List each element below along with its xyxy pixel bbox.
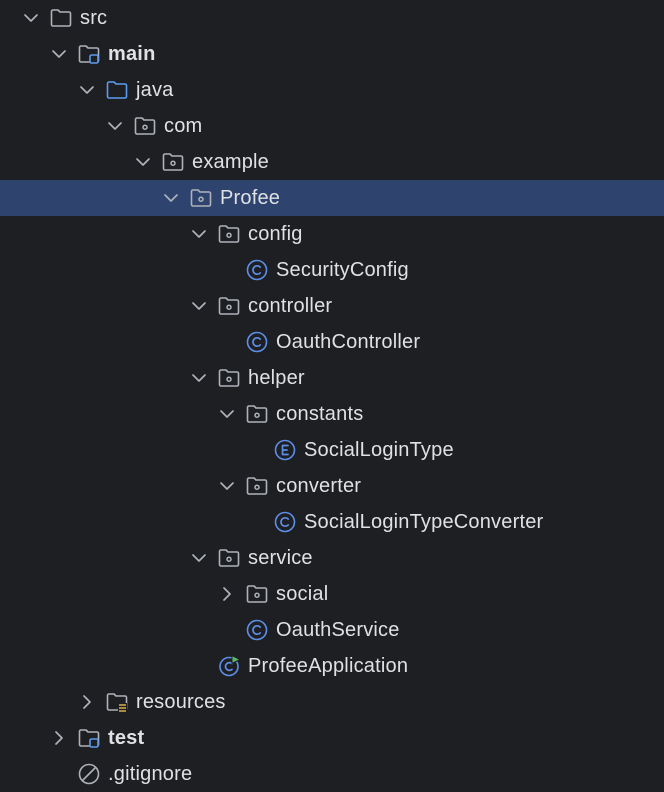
chevron-down-icon[interactable] bbox=[106, 117, 124, 135]
tree-node-src[interactable]: src bbox=[0, 0, 664, 36]
chevron-down-icon[interactable] bbox=[162, 189, 180, 207]
module-folder-icon bbox=[77, 726, 101, 750]
chevron-down-icon[interactable] bbox=[218, 477, 236, 495]
tree-node-label: ProfeeApplication bbox=[248, 655, 409, 677]
tree-node-resources[interactable]: resources bbox=[0, 684, 664, 720]
tree-node-constants[interactable]: constants bbox=[0, 396, 664, 432]
tree-node-securityconfig[interactable]: SecurityConfig bbox=[0, 252, 664, 288]
tree-node-label: .gitignore bbox=[108, 763, 193, 785]
tree-node-label: OauthService bbox=[276, 619, 400, 641]
tree-node-test[interactable]: test bbox=[0, 720, 664, 756]
tree-node-gitignore[interactable]: .gitignore bbox=[0, 756, 664, 792]
source-folder-icon bbox=[105, 78, 129, 102]
tree-node-sociallogintypeconverter[interactable]: SocialLoginTypeConverter bbox=[0, 504, 664, 540]
chevron-down-icon[interactable] bbox=[190, 369, 208, 387]
package-icon bbox=[217, 222, 241, 246]
tree-node-label: social bbox=[276, 583, 329, 605]
class-icon bbox=[245, 258, 269, 282]
tree-node-label: src bbox=[80, 7, 108, 29]
tree-node-label: Profee bbox=[220, 187, 281, 209]
tree-node-profeeapplication[interactable]: ProfeeApplication bbox=[0, 648, 664, 684]
chevron-down-icon[interactable] bbox=[190, 225, 208, 243]
class-icon bbox=[245, 330, 269, 354]
package-icon bbox=[217, 294, 241, 318]
tree-node-label: main bbox=[108, 43, 156, 65]
tree-node-example[interactable]: example bbox=[0, 144, 664, 180]
tree-node-helper[interactable]: helper bbox=[0, 360, 664, 396]
chevron-down-icon[interactable] bbox=[218, 405, 236, 423]
tree-node-label: converter bbox=[276, 475, 362, 497]
tree-node-controller[interactable]: controller bbox=[0, 288, 664, 324]
tree-node-service[interactable]: service bbox=[0, 540, 664, 576]
tree-node-profee[interactable]: Profee bbox=[0, 180, 664, 216]
ignored-file-icon bbox=[77, 762, 101, 786]
tree-node-label: SocialLoginTypeConverter bbox=[304, 511, 544, 533]
tree-node-converter[interactable]: converter bbox=[0, 468, 664, 504]
package-icon bbox=[245, 402, 269, 426]
package-icon bbox=[217, 546, 241, 570]
tree-node-label: constants bbox=[276, 403, 364, 425]
tree-node-label: java bbox=[136, 79, 174, 101]
tree-node-config[interactable]: config bbox=[0, 216, 664, 252]
chevron-right-icon[interactable] bbox=[50, 729, 68, 747]
spring-boot-class-icon bbox=[217, 654, 241, 678]
tree-node-oauthservice[interactable]: OauthService bbox=[0, 612, 664, 648]
tree-node-label: OauthController bbox=[276, 331, 421, 353]
chevron-down-icon[interactable] bbox=[50, 45, 68, 63]
chevron-down-icon[interactable] bbox=[134, 153, 152, 171]
chevron-right-icon[interactable] bbox=[78, 693, 96, 711]
tree-node-label: test bbox=[108, 727, 145, 749]
chevron-down-icon[interactable] bbox=[78, 81, 96, 99]
folder-icon bbox=[49, 6, 73, 30]
resources-folder-icon bbox=[105, 690, 129, 714]
tree-node-label: controller bbox=[248, 295, 333, 317]
chevron-down-icon[interactable] bbox=[190, 549, 208, 567]
chevron-down-icon[interactable] bbox=[190, 297, 208, 315]
class-icon bbox=[245, 618, 269, 642]
tree-node-label: resources bbox=[136, 691, 226, 713]
package-icon bbox=[161, 150, 185, 174]
package-icon bbox=[133, 114, 157, 138]
package-icon bbox=[189, 186, 213, 210]
tree-node-sociallogintype[interactable]: SocialLoginType bbox=[0, 432, 664, 468]
tree-node-label: service bbox=[248, 547, 313, 569]
package-icon bbox=[245, 474, 269, 498]
tree-node-label: config bbox=[248, 223, 303, 245]
package-icon bbox=[245, 582, 269, 606]
class-icon bbox=[273, 510, 297, 534]
tree-node-oauthcontroller[interactable]: OauthController bbox=[0, 324, 664, 360]
package-icon bbox=[217, 366, 241, 390]
tree-node-label: com bbox=[164, 115, 203, 137]
module-folder-icon bbox=[77, 42, 101, 66]
tree-node-java[interactable]: java bbox=[0, 72, 664, 108]
tree-node-com[interactable]: com bbox=[0, 108, 664, 144]
tree-node-label: example bbox=[192, 151, 269, 173]
chevron-right-icon[interactable] bbox=[218, 585, 236, 603]
tree-node-label: SecurityConfig bbox=[276, 259, 409, 281]
chevron-down-icon[interactable] bbox=[22, 9, 40, 27]
tree-node-social[interactable]: social bbox=[0, 576, 664, 612]
tree-node-label: helper bbox=[248, 367, 305, 389]
enum-icon bbox=[273, 438, 297, 462]
tree-node-main[interactable]: main bbox=[0, 36, 664, 72]
tree-node-label: SocialLoginType bbox=[304, 439, 454, 461]
